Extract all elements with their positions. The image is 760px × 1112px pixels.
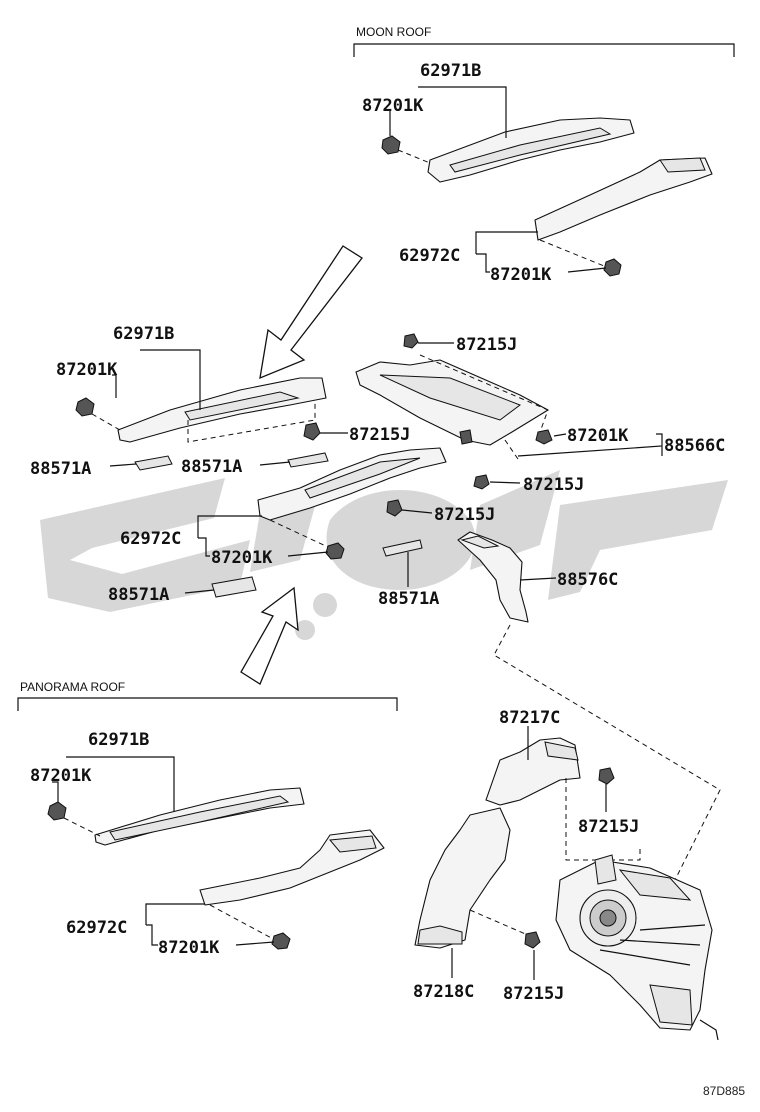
label-62972C: 62972C	[399, 246, 460, 266]
bolt-icon	[403, 333, 419, 349]
label-87215J: 87215J	[456, 335, 517, 355]
bolt-icon	[535, 429, 553, 445]
moon-duct-62972C	[534, 157, 713, 241]
label-62972C: 62972C	[66, 918, 127, 938]
moon-roof-section: MOON ROOF 62971B 87201K 62972C 87201K	[353, 25, 735, 285]
label-88571A: 88571A	[30, 459, 91, 479]
label-87201K: 87201K	[30, 766, 92, 786]
moon-roof-bracket	[353, 43, 735, 57]
label-88571A: 88571A	[181, 457, 242, 477]
clip-88571A	[382, 539, 423, 557]
panorama-roof-title: PANORAMA ROOF	[20, 680, 125, 694]
label-87215J: 87215J	[349, 425, 410, 445]
label-87218C: 87218C	[413, 982, 474, 1002]
label-88571A: 88571A	[378, 589, 439, 609]
label-62971B: 62971B	[88, 730, 149, 750]
clip-icon	[271, 932, 291, 950]
watermark-logo	[40, 470, 728, 640]
label-87215J: 87215J	[523, 475, 584, 495]
moon-roof-title: MOON ROOF	[356, 25, 431, 39]
direction-arrow-icon	[240, 586, 299, 685]
label-62971B: 62971B	[113, 324, 174, 344]
label-87201K: 87201K	[362, 96, 424, 116]
bolt-icon	[473, 474, 490, 490]
label-87201K: 87201K	[211, 548, 273, 568]
direction-arrow-icon	[259, 245, 363, 380]
duct-87218C	[414, 807, 511, 949]
label-87215J: 87215J	[578, 817, 639, 837]
label-87215J: 87215J	[503, 984, 564, 1004]
label-87201K: 87201K	[56, 360, 118, 380]
bolt-icon	[524, 931, 541, 949]
label-87217C: 87217C	[499, 708, 560, 728]
duct-88576C	[457, 531, 529, 623]
clip-icon	[325, 542, 345, 560]
label-88576C: 88576C	[557, 570, 618, 590]
panorama-roof-section: PANORAMA ROOF 62971B 87201K 62972C 87201…	[17, 680, 398, 958]
clip-88571A	[211, 576, 257, 598]
bolt-icon	[386, 499, 403, 517]
front-duct-section: 87217C 87215J 87218C 87215J	[413, 624, 721, 1041]
blower-unit-icon	[555, 854, 719, 1041]
label-87201K: 87201K	[567, 426, 629, 446]
clip-icon	[381, 135, 401, 155]
bolt-icon	[303, 422, 321, 441]
label-87215J: 87215J	[434, 505, 495, 525]
bolt-icon	[598, 767, 615, 785]
clip-icon	[75, 397, 95, 417]
label-88566C: 88566C	[664, 436, 725, 456]
clip-88571A	[134, 455, 173, 471]
clip-icon	[603, 258, 622, 277]
label-87201K: 87201K	[490, 265, 552, 285]
clip-icon	[47, 801, 67, 821]
label-87201K: 87201K	[158, 938, 220, 958]
standard-roof-section: 62971B 87201K 87215J 87215J 87201K 88566…	[30, 324, 725, 623]
clip-88571A	[287, 452, 329, 468]
label-62972C: 62972C	[120, 529, 181, 549]
label-62971B: 62971B	[420, 61, 481, 81]
panorama-roof-bracket	[17, 697, 398, 711]
diagram-code: 87D885	[703, 1084, 745, 1098]
label-88571A: 88571A	[108, 585, 169, 605]
